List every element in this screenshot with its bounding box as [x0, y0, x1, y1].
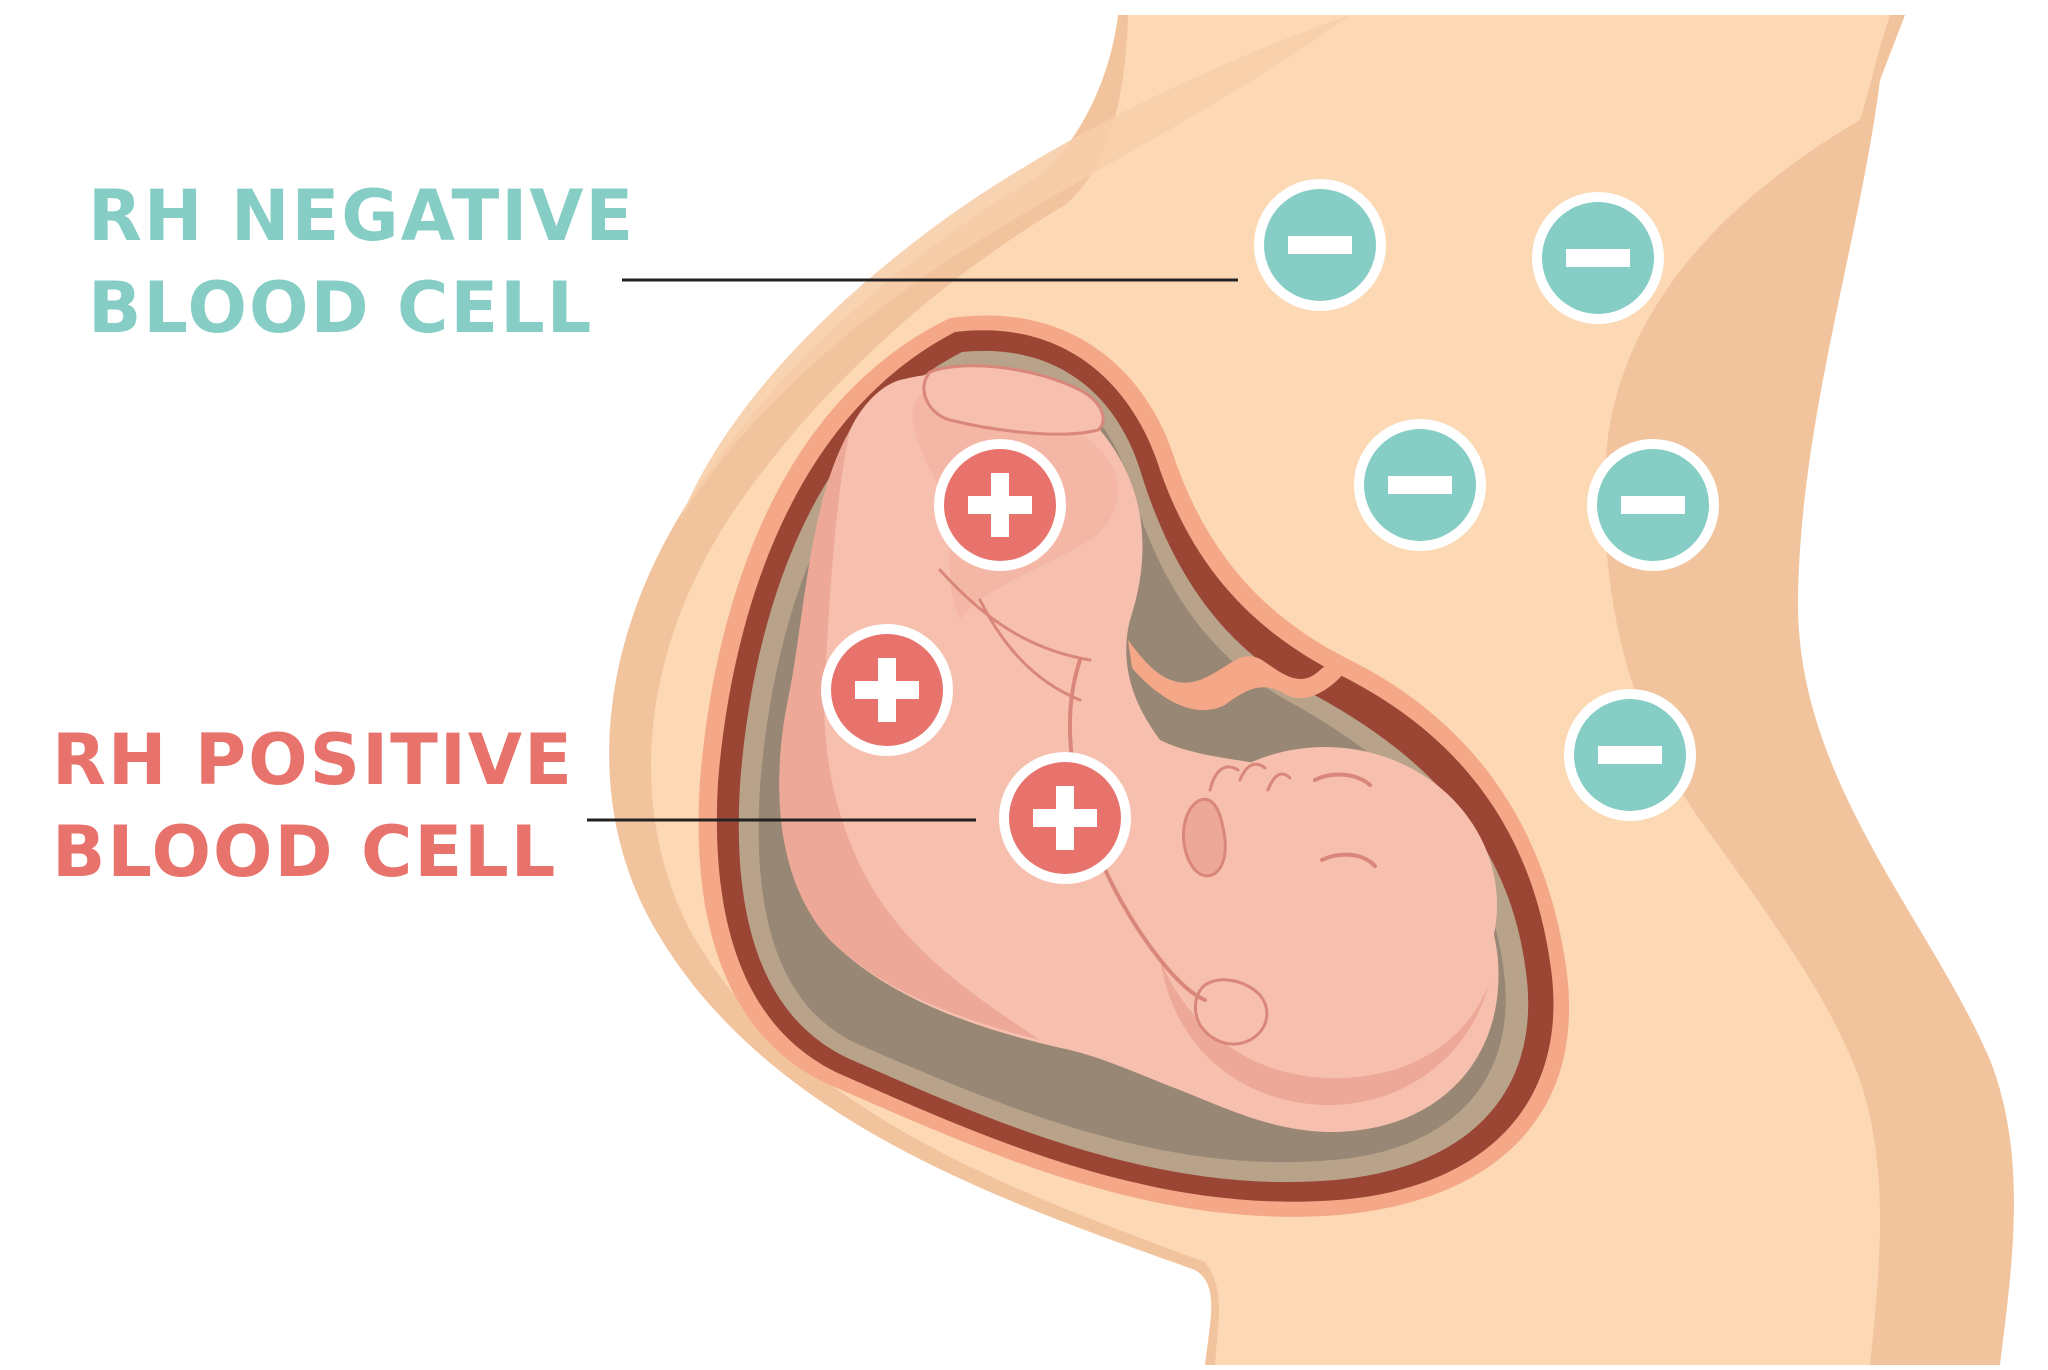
rh-positive-cell	[999, 752, 1131, 884]
rh-negative-label-line1: RH NEGATIVE	[88, 175, 636, 257]
rh-negative-cell	[1532, 192, 1664, 324]
minus-icon	[1566, 249, 1630, 267]
plus-icon	[1056, 786, 1074, 850]
plus-icon	[878, 658, 896, 722]
fetus-head-shade	[1160, 960, 1490, 1106]
fetus-arm	[1068, 658, 1207, 1002]
fetus-hand	[1193, 978, 1269, 1046]
fetus-leg-crease	[938, 568, 1092, 702]
rh-negative-cell	[1254, 179, 1386, 311]
rh-positive-label-line2: BLOOD CELL	[52, 811, 558, 893]
minus-icon	[1288, 236, 1352, 254]
fetus-ear	[1182, 797, 1227, 878]
minus-icon	[1388, 476, 1452, 494]
minus-icon	[1598, 746, 1662, 764]
fetus-foot	[922, 364, 1105, 436]
rh-negative-cell	[1587, 439, 1719, 571]
rh-negative-cell	[1354, 419, 1486, 551]
umbilical-cord	[1128, 640, 1345, 711]
rh-negative-label-line2: BLOOD CELL	[88, 267, 594, 349]
rh-positive-label-line1: RH POSITIVE	[52, 719, 574, 801]
rh-positive-cell	[821, 624, 953, 756]
rh-negative-label: RH NEGATIVE BLOOD CELL	[88, 170, 635, 354]
rh-negative-cell	[1564, 689, 1696, 821]
fetus-eye-upper	[1313, 772, 1372, 787]
rh-positive-cell	[934, 439, 1066, 571]
fetus-brow-lines	[1208, 762, 1292, 792]
fetus-eye-lower	[1320, 852, 1377, 868]
rh-positive-label: RH POSITIVE BLOOD CELL	[52, 714, 574, 898]
plus-icon	[991, 473, 1009, 537]
minus-icon	[1621, 496, 1685, 514]
fetus-back-shade	[779, 430, 1040, 1040]
